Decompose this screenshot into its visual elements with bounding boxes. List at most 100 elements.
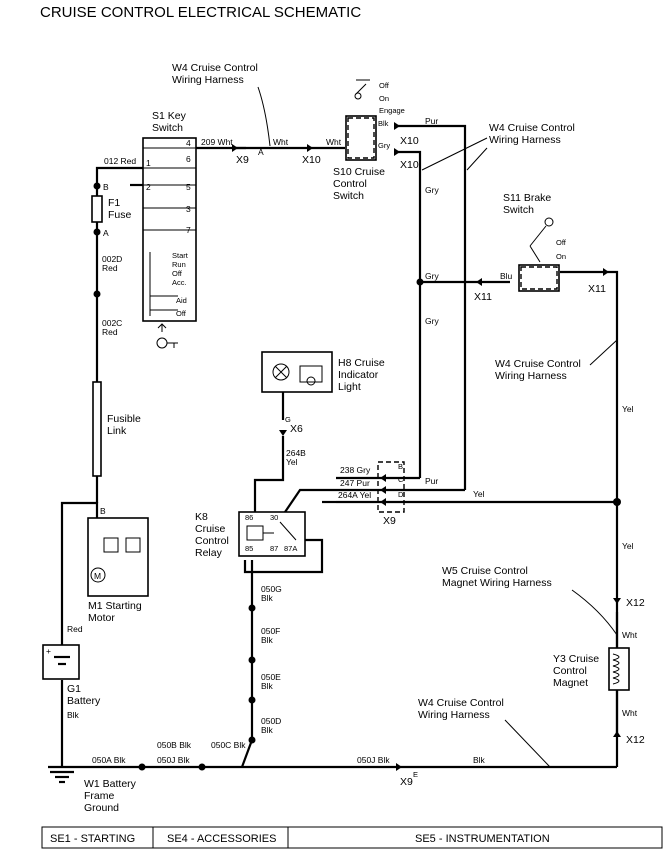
svg-text:A: A bbox=[258, 147, 264, 157]
x9-connector: B C D X9 238 Gry 247 Pur 264A Yel Pur Ye… bbox=[338, 461, 485, 527]
svg-text:5: 5 bbox=[186, 182, 191, 192]
svg-text:264A Yel: 264A Yel bbox=[338, 490, 371, 500]
svg-text:85: 85 bbox=[245, 544, 253, 553]
svg-text:4: 4 bbox=[186, 138, 191, 148]
svg-text:Yel: Yel bbox=[622, 404, 634, 414]
svg-text:Red: Red bbox=[67, 624, 83, 634]
svg-text:Wht: Wht bbox=[326, 137, 342, 147]
svg-text:Off: Off bbox=[556, 238, 567, 247]
wire-battery-red bbox=[60, 501, 99, 648]
junction-dot bbox=[138, 763, 146, 771]
svg-text:Blk: Blk bbox=[473, 755, 486, 765]
wire-label-050b: 050B Blk bbox=[157, 740, 192, 750]
svg-text:1: 1 bbox=[146, 158, 151, 168]
svg-text:2: 2 bbox=[146, 182, 151, 192]
wire-050g-blk bbox=[240, 560, 254, 768]
svg-text:7: 7 bbox=[186, 225, 191, 235]
footer-frame bbox=[41, 826, 663, 849]
battery-body bbox=[42, 644, 80, 680]
junction-dot bbox=[248, 604, 256, 612]
svg-text:+: + bbox=[46, 646, 51, 656]
svg-text:Start: Start bbox=[172, 251, 189, 260]
svg-text:Aid: Aid bbox=[176, 296, 187, 305]
svg-text:86: 86 bbox=[245, 513, 253, 522]
svg-text:Blu: Blu bbox=[500, 271, 513, 281]
svg-text:B: B bbox=[103, 182, 109, 192]
svg-text:X11: X11 bbox=[474, 291, 492, 303]
svg-text:Gry: Gry bbox=[425, 271, 439, 281]
svg-text:Acc.: Acc. bbox=[172, 278, 187, 287]
junction-dot bbox=[416, 278, 424, 286]
svg-text:X12: X12 bbox=[626, 597, 645, 609]
svg-text:B: B bbox=[398, 462, 403, 471]
s1-positions: Start Run Off Acc. Aid Off bbox=[172, 251, 189, 318]
wire-relay-87a bbox=[243, 538, 324, 574]
s10-switch-body bbox=[345, 115, 377, 161]
svg-text:209 Wht: 209 Wht bbox=[201, 137, 233, 147]
lamp-icon bbox=[272, 363, 290, 381]
fuse-body bbox=[91, 195, 103, 223]
wire-label-050j2: 050J Blk bbox=[357, 755, 390, 765]
junction-dot bbox=[248, 736, 256, 744]
junction-dot bbox=[93, 182, 101, 190]
junction-dot bbox=[198, 763, 206, 771]
svg-text:30: 30 bbox=[270, 513, 278, 522]
h8-light-body bbox=[261, 351, 333, 393]
svg-text:Gry: Gry bbox=[378, 141, 390, 150]
m1-motor-body bbox=[87, 517, 149, 597]
fusible-link-body bbox=[92, 381, 102, 477]
wire-label-050j: 050J Blk bbox=[157, 755, 190, 765]
svg-text:M: M bbox=[94, 571, 101, 581]
svg-text:X9: X9 bbox=[400, 776, 413, 788]
s11-switch-body bbox=[518, 264, 560, 292]
svg-text:Wht: Wht bbox=[273, 137, 289, 147]
svg-text:Blk: Blk bbox=[67, 710, 80, 720]
svg-text:X11: X11 bbox=[588, 283, 606, 295]
wire-label-050c: 050C Blk bbox=[211, 740, 246, 750]
svg-text:Yel: Yel bbox=[473, 489, 485, 499]
svg-text:Pur: Pur bbox=[425, 116, 438, 126]
junction-dot bbox=[248, 696, 256, 704]
svg-text:6: 6 bbox=[186, 154, 191, 164]
wiring bbox=[48, 124, 619, 769]
key-icon bbox=[156, 323, 178, 349]
section-se1: SE1 - STARTING bbox=[50, 833, 135, 845]
svg-text:C: C bbox=[398, 475, 404, 484]
svg-text:Gry: Gry bbox=[425, 316, 439, 326]
junction-dot bbox=[93, 290, 101, 298]
junction-dot bbox=[93, 228, 101, 236]
wire-gry-s10 bbox=[394, 150, 422, 478]
motor-icon bbox=[90, 567, 106, 583]
svg-text:D: D bbox=[398, 490, 404, 499]
svg-text:On: On bbox=[379, 94, 389, 103]
svg-text:On: On bbox=[556, 252, 566, 261]
svg-text:B: B bbox=[100, 506, 106, 516]
junction-dot bbox=[248, 656, 256, 664]
svg-text:X12: X12 bbox=[626, 734, 645, 746]
svg-text:238 Gry: 238 Gry bbox=[340, 465, 371, 475]
